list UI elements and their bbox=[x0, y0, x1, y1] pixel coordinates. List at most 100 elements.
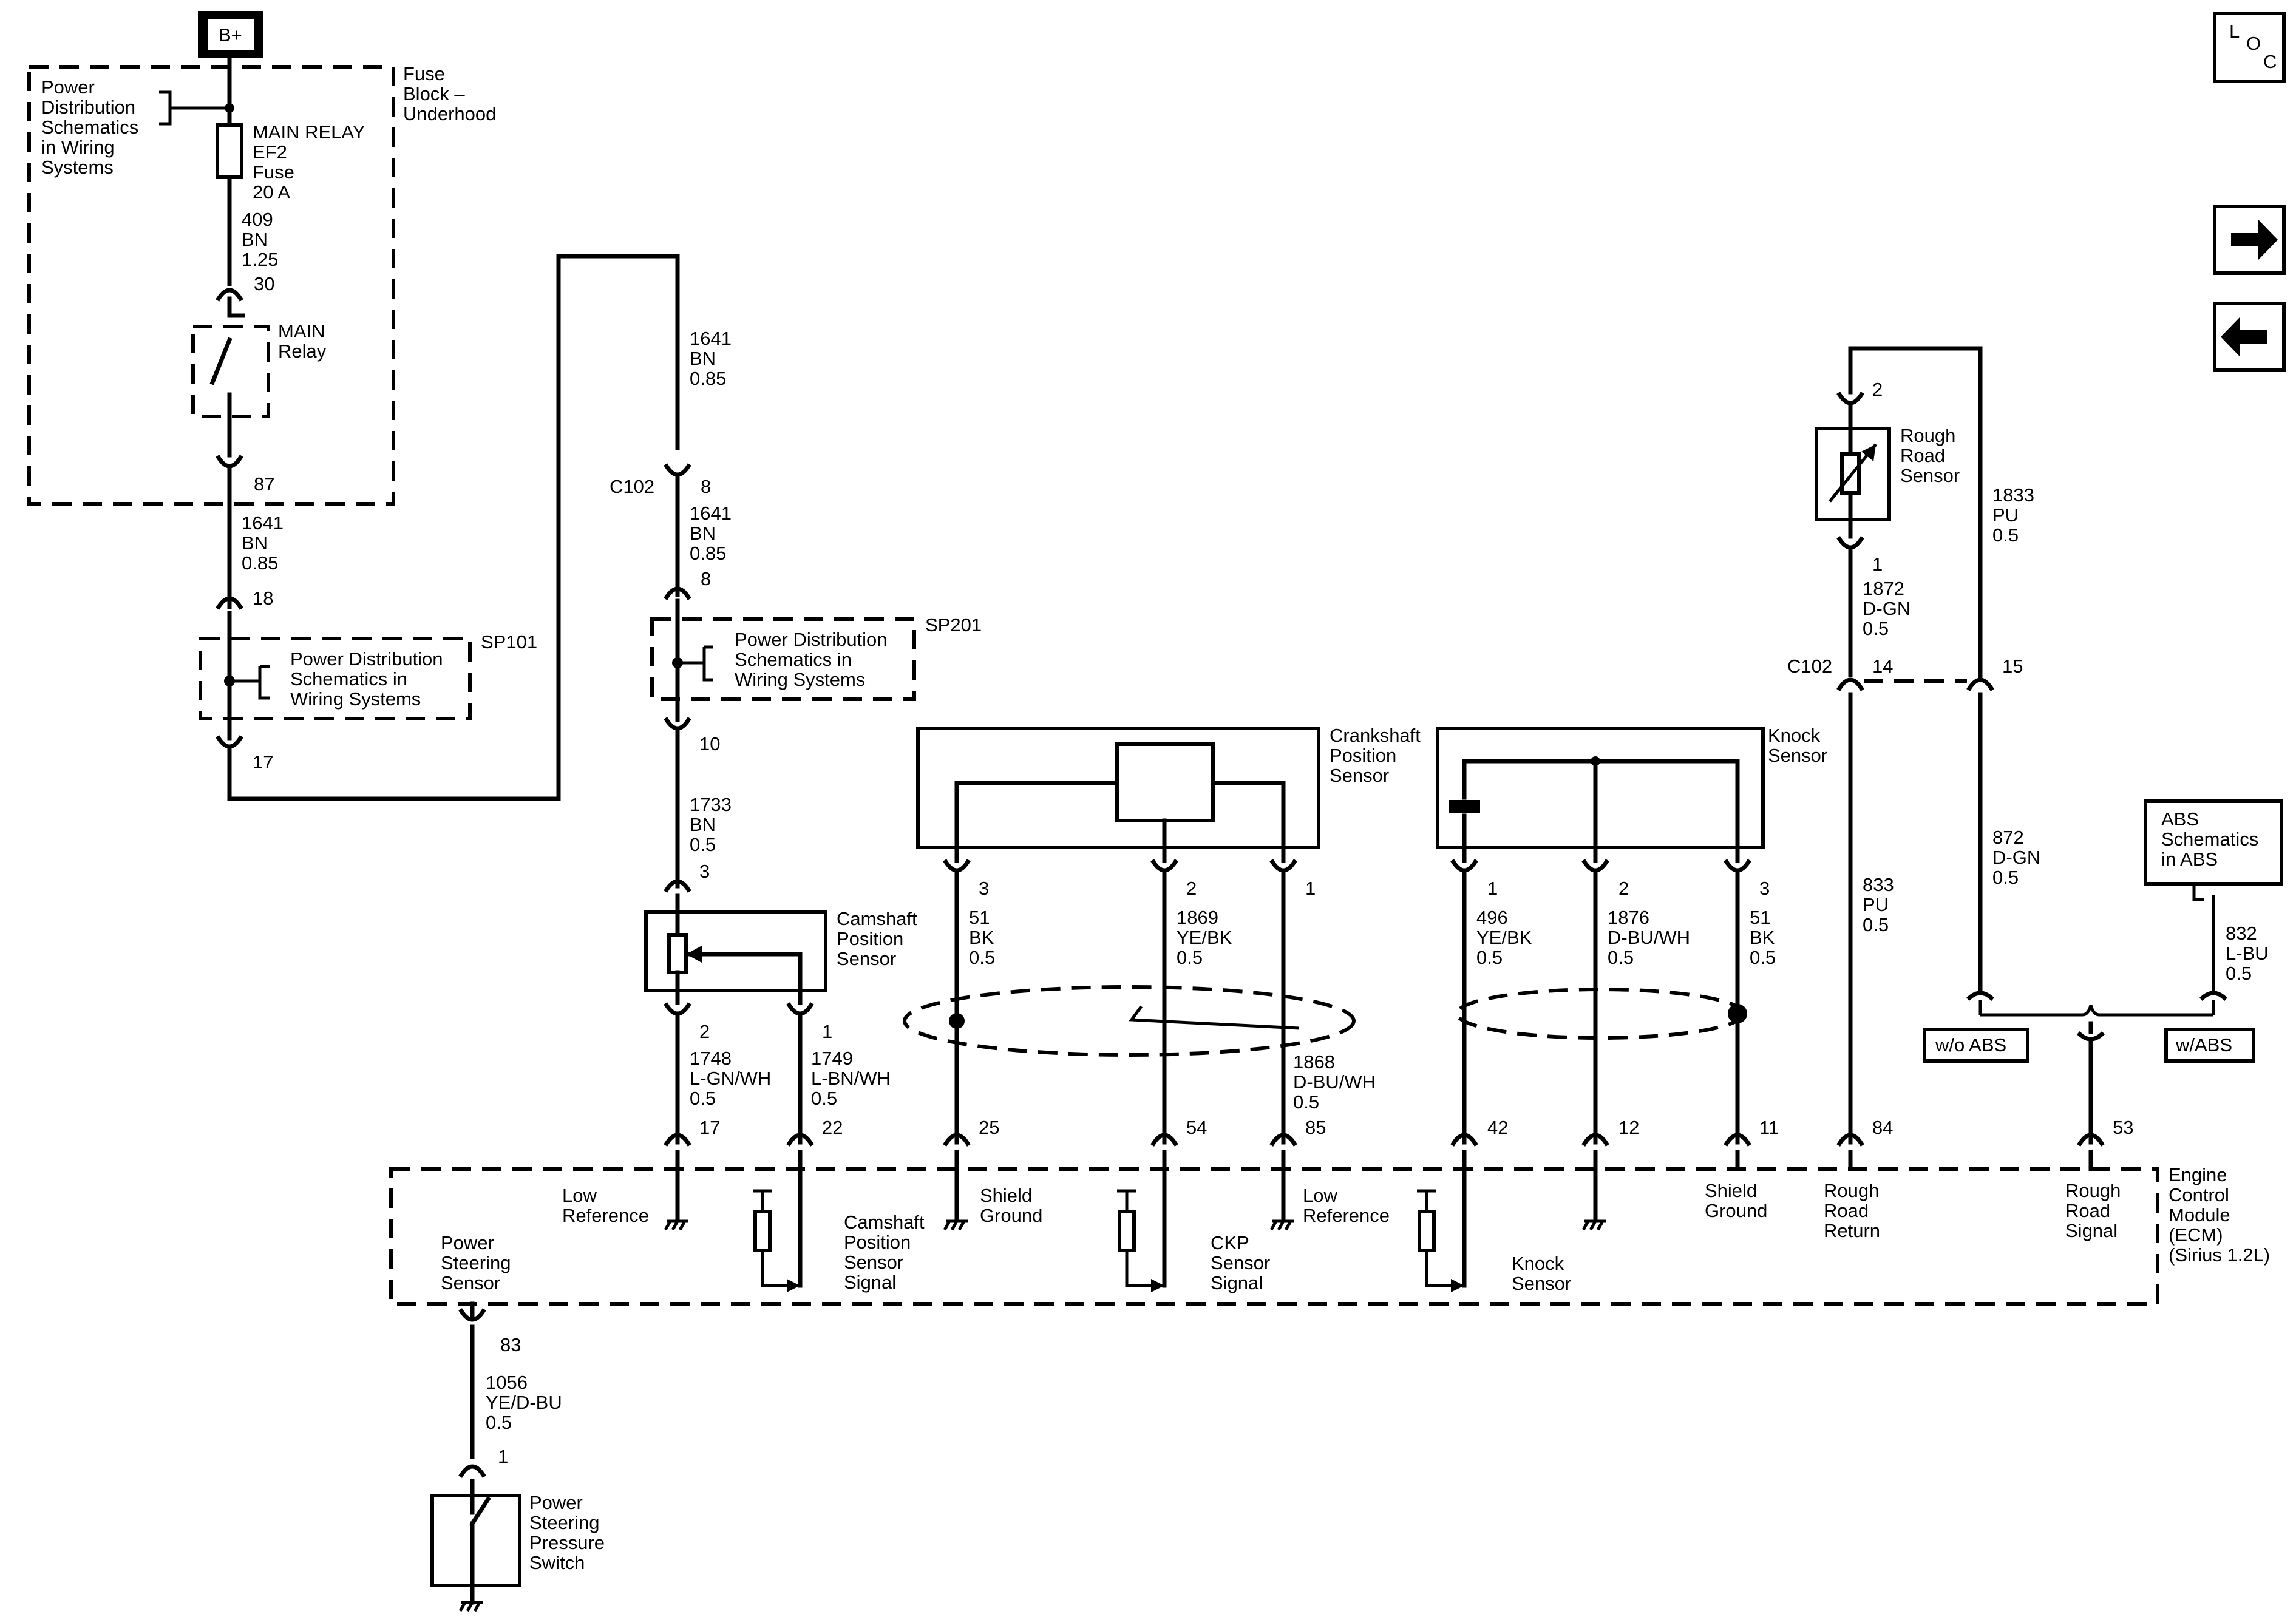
rr-pin-15: 15 bbox=[2002, 656, 2023, 677]
svg-text:Knock: Knock bbox=[1512, 1253, 1564, 1274]
ground-icon bbox=[943, 1219, 968, 1231]
previous-page-button[interactable] bbox=[2213, 302, 2286, 372]
svg-text:Sensor: Sensor bbox=[837, 948, 896, 969]
svg-text:0.5: 0.5 bbox=[690, 1088, 716, 1109]
svg-text:D-BU/WH: D-BU/WH bbox=[1608, 927, 1690, 948]
pin-11-ecm: 11 bbox=[1759, 1117, 1779, 1138]
pin-54-ecm: 54 bbox=[1186, 1117, 1207, 1138]
abs-reference-label: ABS Schematics in ABS bbox=[2161, 808, 2258, 870]
svg-text:BN: BN bbox=[690, 814, 716, 835]
svg-text:Block –: Block – bbox=[403, 83, 465, 104]
svg-text:YE/BK: YE/BK bbox=[1476, 927, 1532, 948]
svg-text:Sensor: Sensor bbox=[441, 1272, 500, 1293]
w-abs-option bbox=[2164, 1028, 2255, 1063]
svg-text:L-BN/WH: L-BN/WH bbox=[811, 1068, 891, 1089]
arrow-left-icon bbox=[2221, 317, 2267, 357]
svg-text:0.5: 0.5 bbox=[1750, 947, 1776, 968]
ecm-title: Engine Control Module (ECM) (Sirius 1.2L… bbox=[2169, 1164, 2270, 1266]
fuse-block-title: Fuse Block – Underhood bbox=[403, 63, 496, 124]
camshaft-sensor-label: Camshaft Position Sensor bbox=[837, 908, 917, 969]
svg-text:1641: 1641 bbox=[690, 503, 732, 524]
svg-text:0.5: 0.5 bbox=[1476, 947, 1503, 968]
svg-text:MAIN: MAIN bbox=[278, 320, 325, 342]
svg-text:0.5: 0.5 bbox=[1608, 947, 1634, 968]
svg-text:MAIN RELAY: MAIN RELAY bbox=[253, 121, 365, 143]
svg-text:Reference: Reference bbox=[1303, 1205, 1390, 1226]
svg-text:Reference: Reference bbox=[562, 1205, 649, 1226]
svg-text:Steering: Steering bbox=[441, 1252, 511, 1273]
pin-8-b: 8 bbox=[701, 568, 711, 589]
next-page-button[interactable] bbox=[2213, 205, 2286, 275]
crankshaft-coil bbox=[1115, 742, 1215, 822]
svg-text:Position: Position bbox=[844, 1232, 911, 1253]
svg-text:ABS: ABS bbox=[2161, 808, 2199, 830]
svg-text:in Wiring: in Wiring bbox=[41, 137, 115, 158]
knock-sensor-label: Knock Sensor bbox=[1768, 725, 1827, 766]
svg-text:20 A: 20 A bbox=[253, 181, 290, 203]
crank-pin-1: 1 bbox=[1305, 878, 1316, 899]
pin-30: 30 bbox=[254, 273, 274, 294]
ecm-rough-road-signal: Rough Road Signal bbox=[2065, 1180, 2121, 1241]
svg-text:0.5: 0.5 bbox=[1863, 914, 1889, 935]
svg-text:Sensor: Sensor bbox=[1512, 1273, 1571, 1294]
svg-text:Sensor: Sensor bbox=[1900, 465, 1960, 486]
svg-text:Schematics: Schematics bbox=[2161, 829, 2258, 850]
svg-text:Rough: Rough bbox=[1900, 425, 1955, 446]
svg-text:BN: BN bbox=[690, 523, 716, 544]
loc-button[interactable]: L O C bbox=[2213, 12, 2286, 83]
svg-text:Wiring Systems: Wiring Systems bbox=[290, 688, 421, 710]
svg-text:872: 872 bbox=[1992, 827, 2024, 848]
wire-1641-mid: 1641 BN 0.85 bbox=[690, 503, 732, 564]
svg-text:833: 833 bbox=[1863, 874, 1894, 895]
svg-text:51: 51 bbox=[969, 907, 990, 928]
ecm-camshaft-signal: Camshaft Position Sensor Signal bbox=[844, 1212, 925, 1293]
svg-text:832: 832 bbox=[2226, 923, 2257, 944]
wire-1748: 1748 L-GN/WH 0.5 bbox=[690, 1048, 771, 1109]
ecm-frame bbox=[389, 1167, 2159, 1306]
svg-text:Ground: Ground bbox=[1705, 1200, 1767, 1221]
svg-text:0.5: 0.5 bbox=[690, 834, 716, 855]
wire-1876: 1876 D-BU/WH 0.5 bbox=[1608, 907, 1690, 968]
svg-text:Steering: Steering bbox=[529, 1512, 599, 1533]
svg-text:Control: Control bbox=[2169, 1184, 2229, 1205]
svg-text:0.85: 0.85 bbox=[690, 368, 726, 389]
abs-reference-box[interactable] bbox=[2144, 799, 2283, 886]
wire-1868: 1868 D-BU/WH 0.5 bbox=[1293, 1051, 1376, 1113]
svg-text:Rough: Rough bbox=[1824, 1180, 1879, 1201]
svg-text:1641: 1641 bbox=[690, 328, 732, 349]
svg-text:Power: Power bbox=[41, 76, 95, 98]
battery-terminal: B+ bbox=[198, 11, 263, 58]
svg-text:Signal: Signal bbox=[2065, 1220, 2118, 1241]
svg-text:1748: 1748 bbox=[690, 1048, 732, 1069]
ps-pin-1: 1 bbox=[498, 1446, 508, 1467]
ground-icon bbox=[1581, 1219, 1606, 1231]
wire-1641-left: 1641 BN 0.85 bbox=[242, 512, 284, 574]
pin-87: 87 bbox=[254, 473, 274, 495]
svg-text:496: 496 bbox=[1476, 907, 1508, 928]
pin-84-ecm: 84 bbox=[1872, 1117, 1893, 1138]
svg-text:Road: Road bbox=[1900, 445, 1945, 466]
svg-text:Sensor: Sensor bbox=[1330, 765, 1389, 786]
svg-text:Return: Return bbox=[1824, 1220, 1880, 1241]
svg-text:BN: BN bbox=[690, 348, 716, 369]
ground-icon bbox=[664, 1219, 688, 1231]
wire-409-label: 409 BN 1.25 bbox=[242, 209, 278, 270]
svg-text:PU: PU bbox=[1863, 894, 1889, 915]
ecm-ckp-signal: CKP Sensor Signal bbox=[1211, 1232, 1270, 1293]
rough-road-sensor-label: Rough Road Sensor bbox=[1900, 425, 1960, 486]
svg-text:Power: Power bbox=[441, 1232, 494, 1253]
arrow-right-icon bbox=[2231, 220, 2278, 260]
wo-abs-label: w/o ABS bbox=[1935, 1034, 2006, 1056]
rr-pin-14: 14 bbox=[1872, 656, 1893, 677]
sp101-label: SP101 bbox=[481, 631, 537, 653]
svg-text:YE/BK: YE/BK bbox=[1177, 927, 1232, 948]
crank-shield bbox=[903, 985, 1356, 1057]
knock-pin-2: 2 bbox=[1618, 878, 1629, 899]
potentiometer-icon bbox=[667, 933, 688, 974]
c102-label-right: C102 bbox=[1787, 656, 1832, 677]
svg-text:D-GN: D-GN bbox=[1992, 847, 2040, 868]
pin-17-left: 17 bbox=[253, 751, 273, 773]
ecm-power-steering-sensor: Power Steering Sensor bbox=[441, 1232, 511, 1293]
main-relay-frame bbox=[191, 325, 270, 418]
